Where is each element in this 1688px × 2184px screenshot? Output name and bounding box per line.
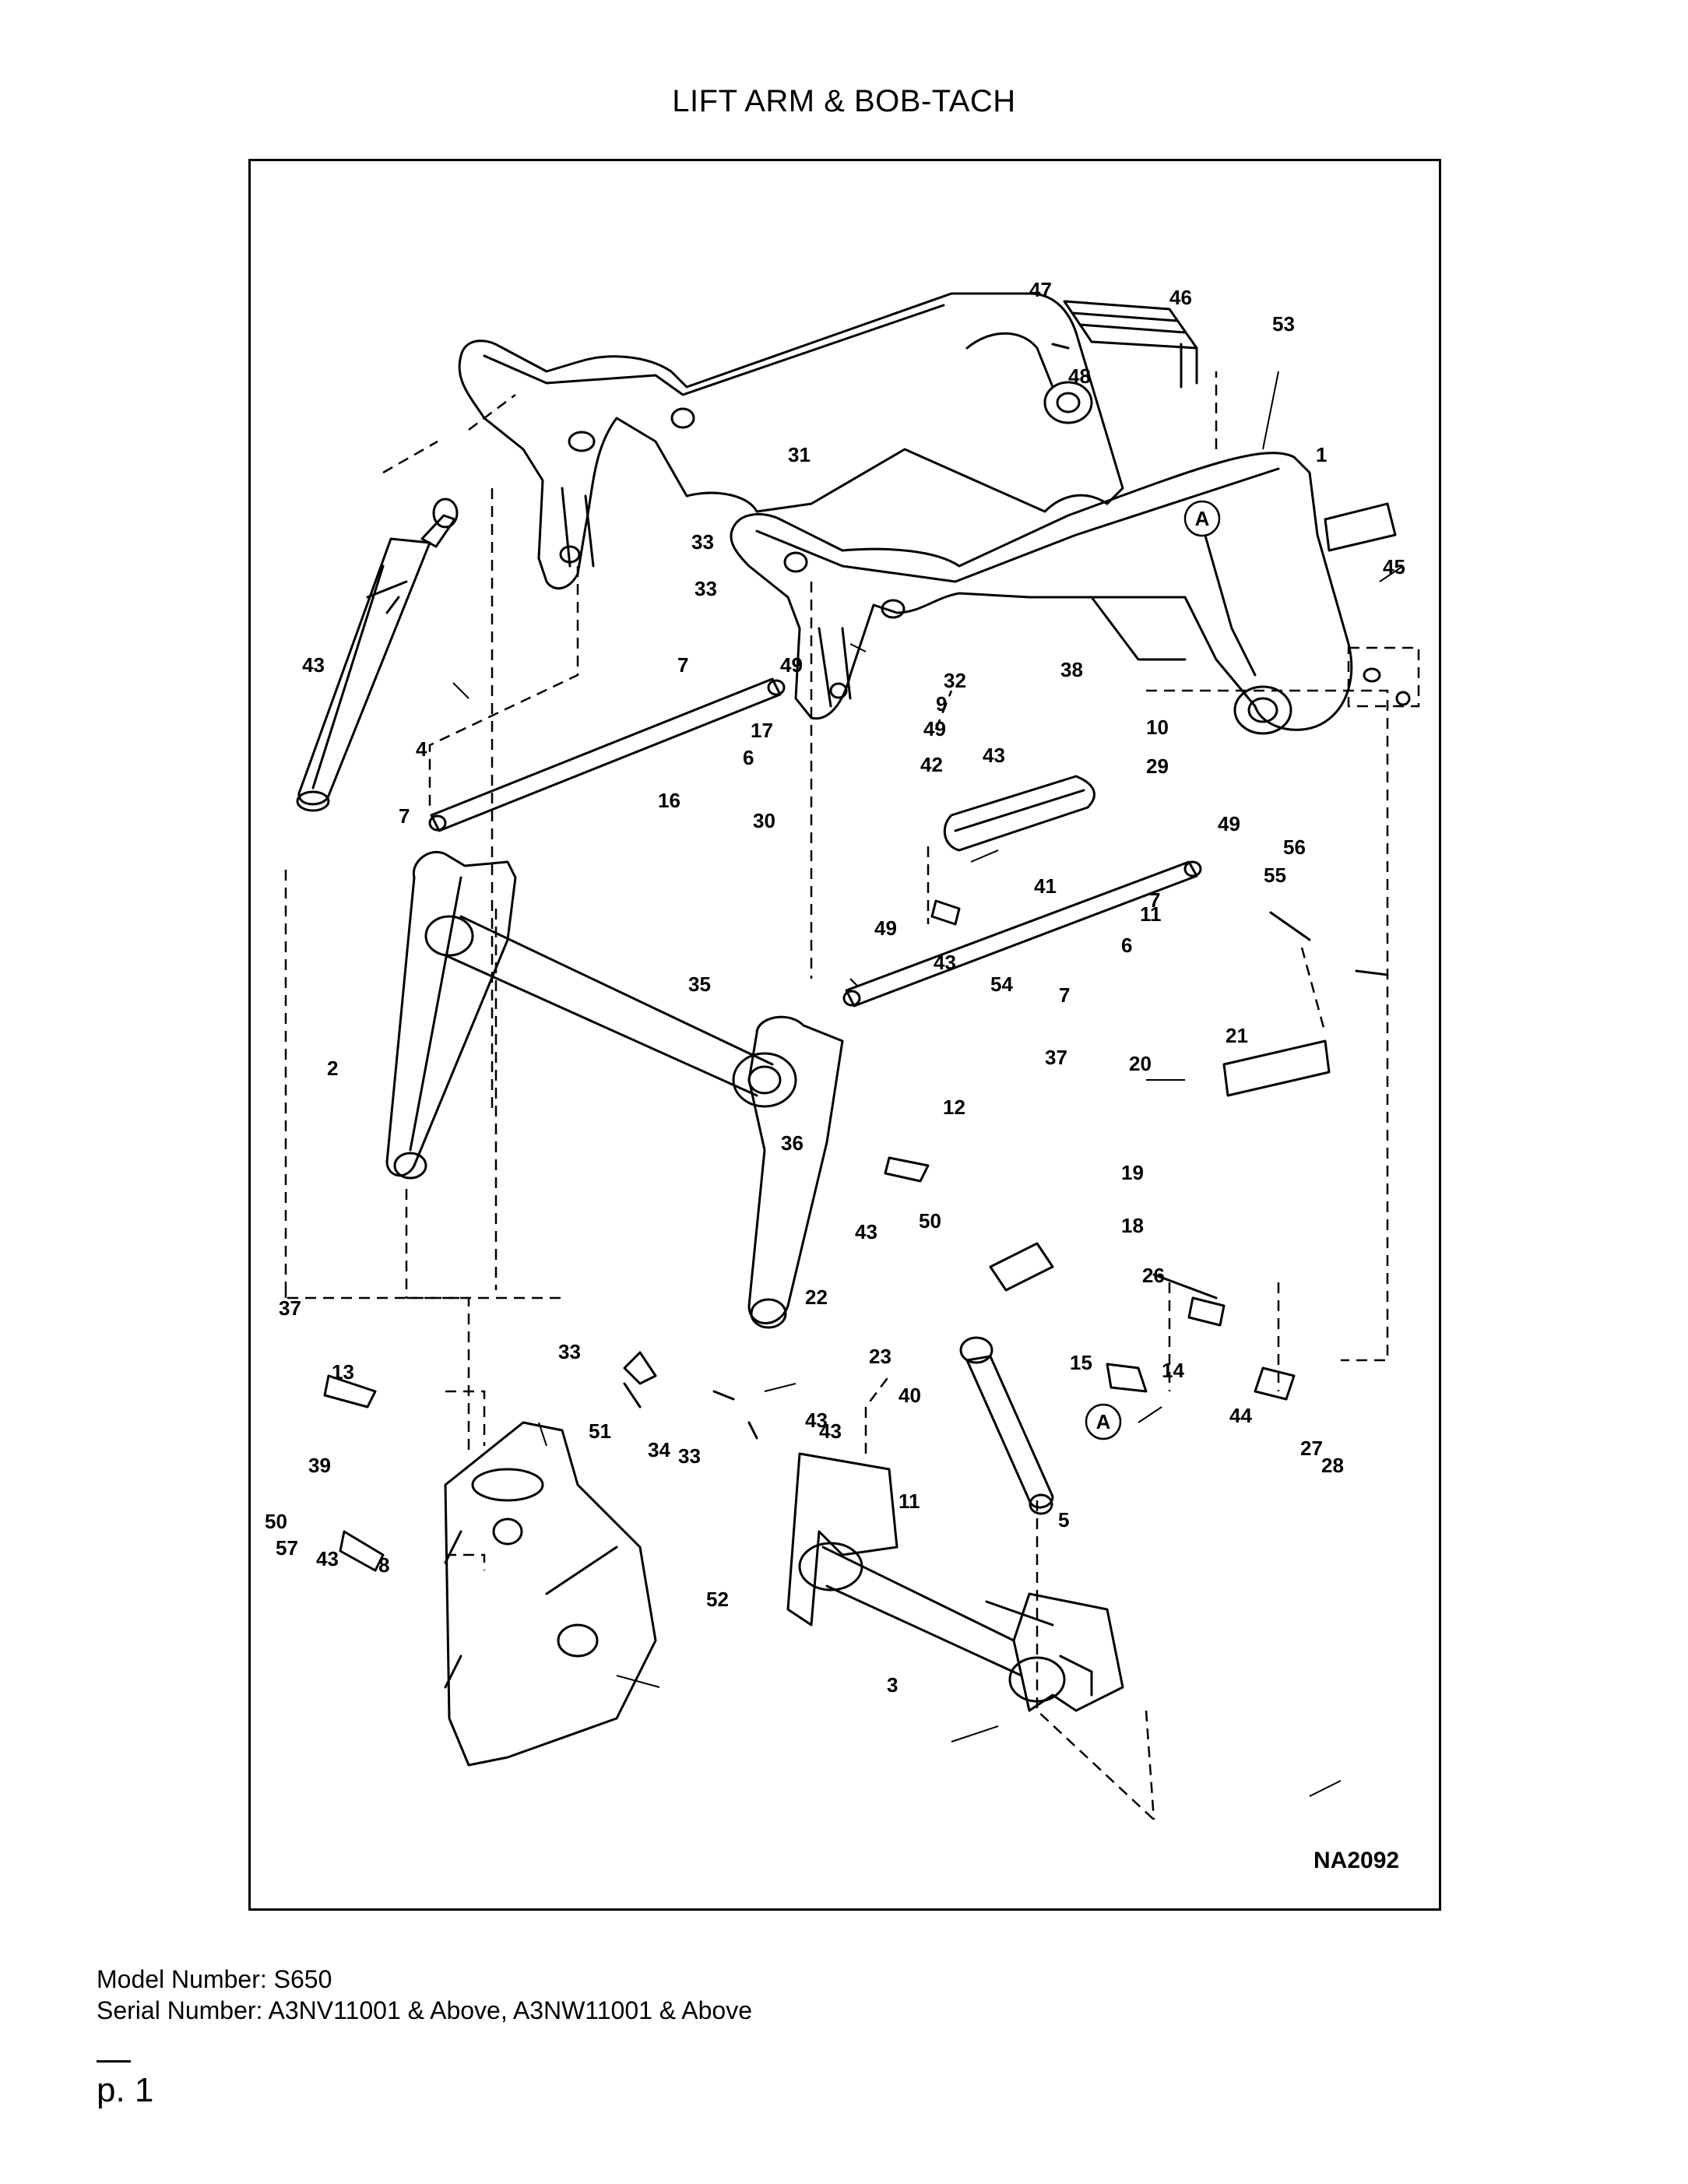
page-number: p. 1 [97, 2071, 154, 2109]
exploded-parts-diagram: A A 474653481313345337493832943449101729… [265, 278, 1420, 1873]
serial-number: Serial Number: A3NV11001 & Above, A3NW11… [97, 1996, 752, 2024]
callout-7: 7 [1149, 888, 1160, 912]
callout-51: 51 [589, 1419, 611, 1443]
callout-11: 11 [899, 1489, 920, 1513]
callout-30: 30 [753, 809, 775, 832]
callout-27: 27 [1300, 1437, 1323, 1460]
callout-2: 2 [327, 1057, 338, 1080]
callout-7: 7 [677, 653, 688, 677]
callout-45: 45 [1383, 555, 1405, 579]
callout-49: 49 [874, 916, 897, 940]
callout-47: 47 [1029, 278, 1052, 301]
callout-43: 43 [934, 951, 956, 974]
callout-33: 33 [691, 530, 714, 554]
callout-16: 16 [658, 789, 680, 812]
callout-19: 19 [1121, 1161, 1144, 1184]
callout-57: 57 [276, 1536, 298, 1560]
callout-6: 6 [743, 746, 754, 769]
callout-1: 1 [1316, 443, 1327, 466]
lift-arm-right-part [730, 452, 1353, 735]
callout-42: 42 [920, 753, 943, 776]
callout-54: 54 [990, 972, 1013, 996]
callout-15: 15 [1070, 1351, 1092, 1374]
callout-3: 3 [887, 1673, 898, 1697]
callout-46: 46 [1169, 286, 1192, 309]
reference-a-label-top: A [1195, 507, 1210, 530]
callout-10: 10 [1146, 716, 1169, 739]
callout-56: 56 [1283, 835, 1306, 859]
callout-38: 38 [1060, 658, 1083, 681]
callout-20: 20 [1129, 1052, 1152, 1075]
callout-40: 40 [899, 1384, 921, 1407]
callout-43: 43 [302, 653, 325, 677]
tilt-cylinder-part [959, 1336, 1054, 1515]
drawing-code: NA2092 [1313, 1848, 1399, 1873]
pivot-pins-part [323, 502, 1411, 1572]
callout-43: 43 [855, 1220, 877, 1243]
model-number: Model Number: S650 [97, 1965, 332, 1993]
callout-35: 35 [688, 972, 711, 996]
callout-49: 49 [1218, 812, 1240, 835]
callout-43: 43 [316, 1547, 339, 1570]
crosstube-part [385, 850, 844, 1329]
callout-14: 14 [1162, 1359, 1184, 1382]
page-title: LIFT ARM & BOB-TACH [672, 84, 1016, 118]
callout-12: 12 [943, 1096, 965, 1119]
link-rod-upper-part [428, 677, 786, 832]
callout-28: 28 [1321, 1454, 1344, 1477]
callout-49: 49 [780, 653, 803, 677]
callout-37: 37 [1045, 1046, 1067, 1069]
callout-50: 50 [919, 1209, 941, 1233]
callout-33: 33 [558, 1340, 581, 1363]
reference-a-circle-top: A [1183, 500, 1221, 537]
callout-11: 11 [1140, 902, 1162, 926]
callout-52: 52 [706, 1588, 729, 1611]
callout-32: 32 [944, 669, 966, 692]
callout-31: 31 [788, 443, 811, 466]
callout-36: 36 [781, 1131, 804, 1155]
cover-plate-part [943, 775, 1095, 852]
callout-9: 9 [936, 692, 947, 716]
callout-39: 39 [308, 1454, 331, 1477]
callout-13: 13 [332, 1360, 354, 1384]
callout-43: 43 [819, 1419, 842, 1443]
callout-18: 18 [1121, 1214, 1144, 1237]
callout-43: 43 [805, 1409, 828, 1432]
bob-tach-part [786, 1452, 1124, 1712]
lift-arm-left-part [458, 292, 1124, 590]
reference-a-label-bottom: A [1096, 1410, 1111, 1433]
link-rod-lower-part [842, 860, 1202, 1008]
page-number-rule [97, 2060, 131, 2063]
callout-26: 26 [1142, 1264, 1165, 1287]
callout-34: 34 [648, 1438, 670, 1461]
callout-50: 50 [265, 1510, 287, 1533]
callout-6: 6 [1121, 934, 1132, 957]
callout-33: 33 [678, 1444, 701, 1468]
callout-23: 23 [869, 1345, 891, 1368]
callout-43: 43 [983, 744, 1005, 767]
callout-5: 5 [1058, 1508, 1069, 1532]
loader-frame-part [444, 1421, 657, 1767]
callout-33: 33 [695, 577, 717, 600]
callout-4: 4 [416, 737, 427, 761]
callout-17: 17 [751, 719, 773, 742]
callout-41: 41 [1034, 874, 1057, 898]
callout-8: 8 [378, 1553, 389, 1577]
callout-22: 22 [805, 1285, 828, 1309]
step-bracket-part [1051, 300, 1198, 389]
callout-53: 53 [1272, 312, 1295, 336]
callout-48: 48 [1068, 364, 1091, 388]
callout-7: 7 [1059, 983, 1070, 1007]
callout-49: 49 [923, 717, 946, 740]
lift-cylinder-part [296, 498, 459, 812]
callout-44: 44 [1229, 1404, 1252, 1427]
callout-7: 7 [399, 804, 410, 828]
callout-29: 29 [1146, 754, 1169, 778]
callout-55: 55 [1264, 863, 1286, 887]
reference-a-circle-bottom: A [1085, 1403, 1122, 1440]
callout-37: 37 [279, 1296, 301, 1320]
callout-21: 21 [1226, 1024, 1248, 1047]
